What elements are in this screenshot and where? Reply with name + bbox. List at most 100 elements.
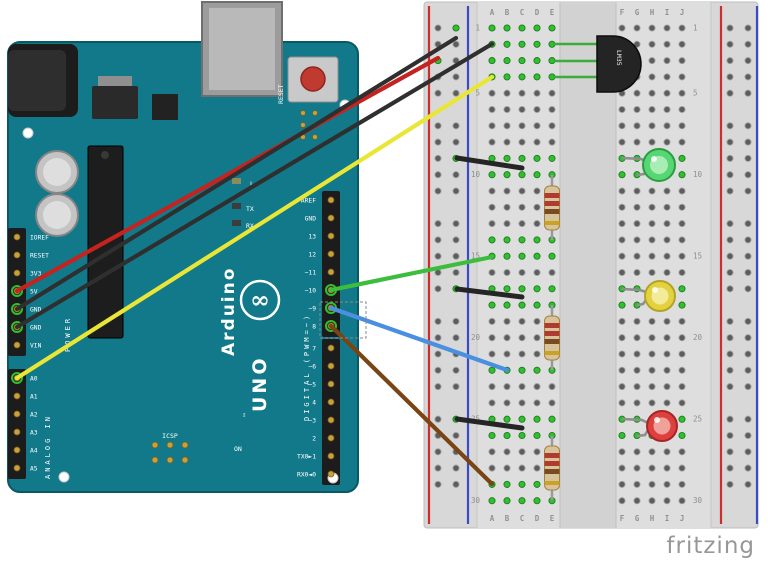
wire-black-gnd-rail[interactable] <box>14 35 459 312</box>
breadboard-hole[interactable] <box>744 415 752 423</box>
breadboard-hole[interactable] <box>533 334 541 342</box>
breadboard-hole[interactable] <box>726 154 734 162</box>
breadboard-hole[interactable] <box>618 497 626 505</box>
breadboard-hole[interactable] <box>548 399 556 407</box>
pin-contact[interactable] <box>312 110 318 116</box>
breadboard-hole[interactable] <box>678 203 686 211</box>
breadboard-hole[interactable] <box>618 399 626 407</box>
breadboard-hole[interactable] <box>663 57 671 65</box>
breadboard-hole[interactable] <box>633 497 641 505</box>
wire-black-gnd-a2[interactable] <box>14 41 495 330</box>
breadboard-hole[interactable] <box>648 105 656 114</box>
led-green[interactable] <box>621 148 676 182</box>
breadboard-hole[interactable] <box>663 252 671 260</box>
breadboard-hole[interactable] <box>633 350 641 358</box>
breadboard-hole[interactable] <box>618 187 626 195</box>
breadboard-hole[interactable] <box>618 105 626 114</box>
breadboard-hole[interactable] <box>678 73 686 81</box>
breadboard-hole[interactable] <box>452 431 460 440</box>
breadboard-hole-connected[interactable] <box>548 415 556 423</box>
breadboard-hole[interactable] <box>488 399 496 407</box>
breadboard-hole[interactable] <box>648 334 656 342</box>
breadboard-hole[interactable] <box>503 350 511 358</box>
breadboard-hole-connected[interactable] <box>518 480 526 488</box>
breadboard-hole-connected[interactable] <box>548 285 556 293</box>
breadboard-hole[interactable] <box>744 317 752 325</box>
pin-contact[interactable] <box>13 251 21 259</box>
breadboard-hole[interactable] <box>633 122 641 130</box>
breadboard-hole[interactable] <box>503 268 511 277</box>
pin-contact[interactable] <box>327 470 335 478</box>
breadboard-hole-connected[interactable] <box>678 285 686 293</box>
breadboard-hole-connected[interactable] <box>533 57 541 65</box>
breadboard-hole[interactable] <box>618 24 626 32</box>
breadboard-hole[interactable] <box>678 448 686 456</box>
pin-contact[interactable] <box>327 362 335 370</box>
breadboard-hole-connected[interactable] <box>533 480 541 488</box>
breadboard-hole[interactable] <box>633 448 641 456</box>
breadboard-hole[interactable] <box>633 366 641 374</box>
breadboard-hole[interactable] <box>744 187 752 195</box>
breadboard-hole[interactable] <box>663 350 671 358</box>
breadboard-hole[interactable] <box>533 105 541 114</box>
breadboard-hole[interactable] <box>434 285 442 293</box>
breadboard-hole[interactable] <box>633 89 641 97</box>
breadboard-hole[interactable] <box>678 122 686 130</box>
breadboard-hole[interactable] <box>744 285 752 293</box>
breadboard-hole[interactable] <box>678 317 686 325</box>
breadboard-hole[interactable] <box>678 236 686 244</box>
breadboard-hole[interactable] <box>744 464 752 472</box>
breadboard-hole[interactable] <box>503 317 511 325</box>
breadboard-hole[interactable] <box>452 383 460 391</box>
breadboard-hole[interactable] <box>488 350 496 358</box>
breadboard-hole-connected[interactable] <box>488 366 496 374</box>
breadboard-hole-connected[interactable] <box>678 415 686 423</box>
breadboard-hole-connected[interactable] <box>518 154 526 162</box>
breadboard-hole[interactable] <box>726 236 734 244</box>
breadboard-hole-connected[interactable] <box>533 366 541 374</box>
breadboard-hole[interactable] <box>434 122 442 130</box>
breadboard-hole[interactable] <box>726 415 734 423</box>
breadboard-hole[interactable] <box>648 448 656 456</box>
arduino-board[interactable]: RESET DIGITAL (PWM=~) POWER ANALOG IN Ar… <box>7 1 359 493</box>
breadboard-hole-connected[interactable] <box>488 497 496 505</box>
wire-green-pin10[interactable] <box>328 254 495 293</box>
pin-contact[interactable] <box>327 416 335 424</box>
breadboard-hole[interactable] <box>533 122 541 130</box>
breadboard-hole[interactable] <box>648 268 656 277</box>
breadboard-hole-connected[interactable] <box>503 252 511 260</box>
breadboard-hole[interactable] <box>533 220 541 228</box>
breadboard-hole[interactable] <box>452 317 460 325</box>
breadboard-hole-connected[interactable] <box>533 40 541 48</box>
breadboard-hole-connected[interactable] <box>488 431 496 440</box>
breadboard-hole[interactable] <box>663 317 671 325</box>
breadboard-hole[interactable] <box>633 236 641 244</box>
breadboard-hole[interactable] <box>452 252 460 260</box>
breadboard-hole-connected[interactable] <box>618 431 626 440</box>
pin-contact[interactable] <box>13 446 21 454</box>
breadboard-hole[interactable] <box>678 24 686 32</box>
breadboard-hole[interactable] <box>678 497 686 505</box>
breadboard-hole[interactable] <box>488 203 496 211</box>
reset-button[interactable] <box>300 66 326 92</box>
jumper-black-2[interactable] <box>454 286 525 300</box>
breadboard-hole[interactable] <box>533 89 541 97</box>
breadboard-hole-connected[interactable] <box>518 73 526 81</box>
breadboard-hole[interactable] <box>633 24 641 32</box>
breadboard-hole[interactable] <box>434 220 442 228</box>
breadboard-hole[interactable] <box>434 317 442 325</box>
breadboard-hole[interactable] <box>678 89 686 97</box>
breadboard-hole[interactable] <box>633 203 641 211</box>
breadboard-hole-connected[interactable] <box>518 366 526 374</box>
breadboard-hole[interactable] <box>726 187 734 195</box>
breadboard-hole[interactable] <box>648 366 656 374</box>
breadboard-hole[interactable] <box>726 220 734 228</box>
breadboard-hole[interactable] <box>618 203 626 211</box>
breadboard-hole[interactable] <box>663 464 671 472</box>
pin-contact[interactable] <box>13 269 21 277</box>
breadboard-hole[interactable] <box>726 464 734 472</box>
breadboard-hole[interactable] <box>726 73 734 81</box>
breadboard-hole[interactable] <box>633 383 641 391</box>
breadboard-hole[interactable] <box>663 122 671 130</box>
pin-contact[interactable] <box>151 441 159 449</box>
